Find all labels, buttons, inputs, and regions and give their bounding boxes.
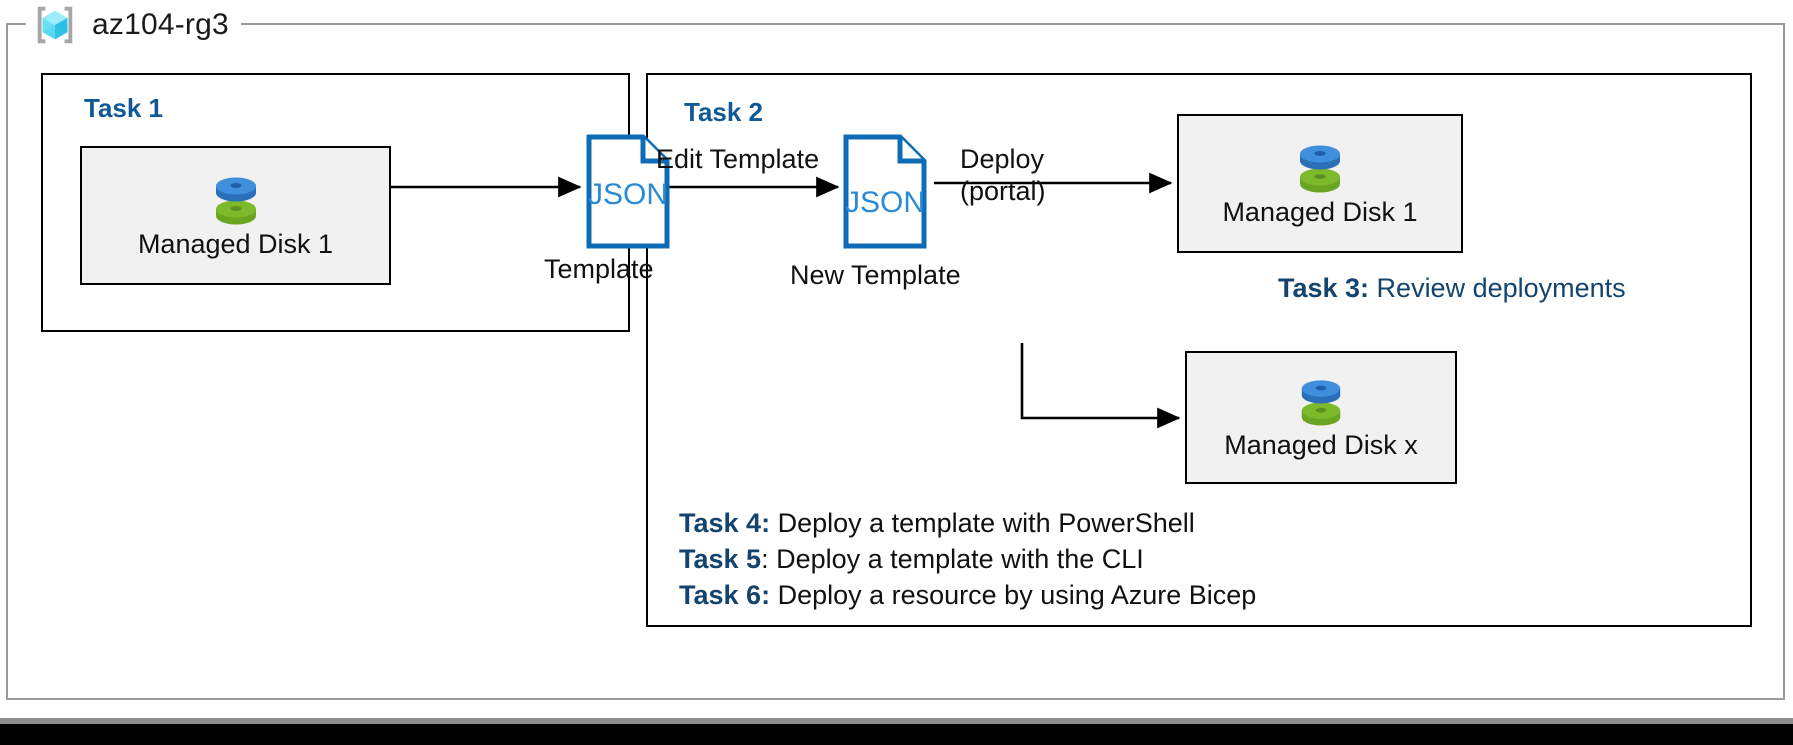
managed-disk-1-box-task2[interactable]: Managed Disk 1 xyxy=(1177,114,1463,253)
managed-disk-1-label-task2: Managed Disk 1 xyxy=(1222,196,1418,227)
azure-resource-group-icon xyxy=(37,6,73,44)
deploy-portal-label: Deploy (portal) xyxy=(960,144,1046,208)
task-6-text: Deploy a resource by using Azure Bicep xyxy=(770,580,1257,610)
template-caption: Template xyxy=(544,254,654,284)
task-2-group-box xyxy=(646,73,1752,627)
deploy-label-line-1: Deploy xyxy=(960,144,1045,174)
task-3-text: Review deployments xyxy=(1369,273,1626,303)
task-6-separator: : xyxy=(761,580,771,610)
list-item: Task 5: Deploy a template with the CLI xyxy=(679,541,1256,577)
managed-disk-1-label: Managed Disk 1 xyxy=(137,228,334,259)
managed-disk-1-box-task1[interactable]: Managed Disk 1 xyxy=(80,146,391,285)
resource-group-frame xyxy=(6,23,1785,700)
task-5-text: Deploy a template with the CLI xyxy=(768,544,1144,574)
task-3-key: Task 3: xyxy=(1278,273,1370,303)
new-template-caption: New Template xyxy=(790,260,961,290)
task-4-key: Task 4 xyxy=(679,508,762,538)
managed-disk-icon xyxy=(1301,380,1341,426)
task-4-separator: : xyxy=(761,508,771,538)
managed-disk-x-label: Managed Disk x xyxy=(1224,429,1418,460)
managed-disk-x-box[interactable]: Managed Disk x xyxy=(1185,351,1457,484)
json-template-doc-task1[interactable]: JSON xyxy=(586,134,670,249)
list-item: Task 4: Deploy a template with PowerShel… xyxy=(679,505,1256,541)
bottom-shade-strip xyxy=(0,718,1793,724)
managed-disk-icon xyxy=(215,177,256,225)
json-file-icon: JSON xyxy=(843,134,927,249)
task-2-heading: Task 2 xyxy=(684,97,764,127)
json-new-template-doc[interactable]: JSON xyxy=(843,134,927,249)
task-3-caption: Task 3: Review deployments xyxy=(1278,273,1626,304)
json-file-icon: JSON xyxy=(586,134,670,249)
deploy-label-line-2: (portal) xyxy=(960,175,1046,206)
task-4-text: Deploy a template with PowerShell xyxy=(770,508,1195,538)
task-5-separator: : xyxy=(761,544,769,574)
task-list: Task 4: Deploy a template with PowerShel… xyxy=(679,505,1256,613)
task-5-key: Task 5 xyxy=(679,544,762,574)
json-doc-text: JSON xyxy=(845,186,925,219)
managed-disk-icon xyxy=(1300,145,1340,193)
resource-group-name: az104-rg3 xyxy=(92,8,229,41)
bottom-black-bar xyxy=(0,724,1793,745)
task-1-heading: Task 1 xyxy=(84,93,164,123)
list-item: Task 6: Deploy a resource by using Azure… xyxy=(679,577,1256,613)
task-6-key: Task 6 xyxy=(679,580,762,610)
resource-group-title: az104-rg3 xyxy=(26,6,241,44)
edit-template-label: Edit Template xyxy=(656,144,820,174)
json-doc-text: JSON xyxy=(588,178,668,211)
